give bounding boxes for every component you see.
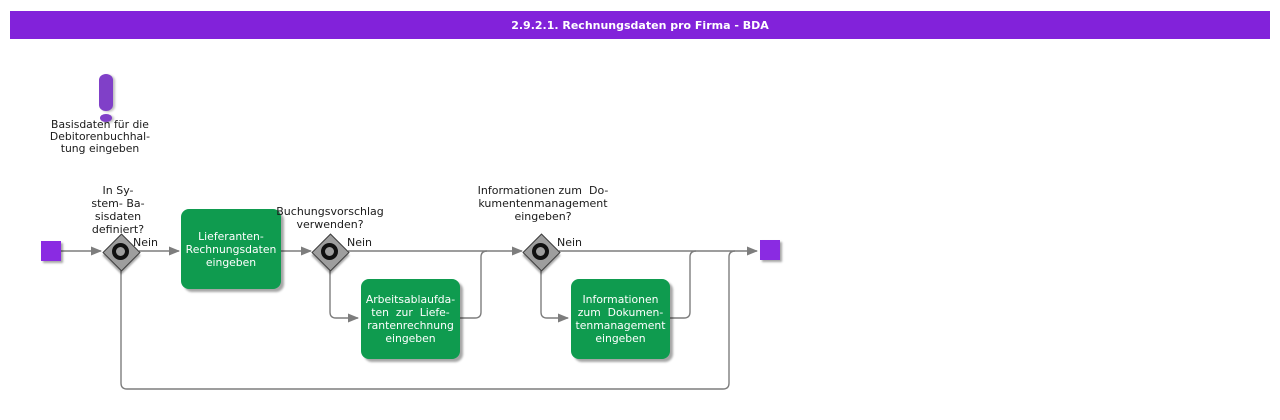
exclamation-icon xyxy=(95,72,119,124)
task-lieferanten-rechnungsdaten-eingeben[interactable]: Lieferanten- Rechnungsdaten eingeben xyxy=(181,209,281,289)
decision3-question-label: Informationen zum Do- kumentenmanagement… xyxy=(477,184,609,223)
decision1-question-label: In Sy- stem- Ba- sisdaten definiert? xyxy=(91,184,145,236)
gateway-circle-icon xyxy=(532,243,549,260)
exclamation-dot xyxy=(100,114,112,122)
gateway-circle-icon xyxy=(112,243,129,260)
connector-task3-merge xyxy=(670,250,697,319)
branch-label-nein-3: Nein xyxy=(557,236,583,249)
connector-decision2-to-task2 xyxy=(329,252,359,323)
branch-label-nein-1: Nein xyxy=(133,236,159,249)
task-arbeitsablaufdaten-eingeben[interactable]: Arbeitsablaufda- ten zur Liefe- rantenre… xyxy=(361,279,460,359)
connector-decision3-to-task3 xyxy=(540,252,569,323)
branch-label-nein-2: Nein xyxy=(347,236,373,249)
connector-decision1-bypass-loop xyxy=(120,250,736,390)
title-bar: 2.9.2.1. Rechnungsdaten pro Firma - BDA xyxy=(10,11,1270,39)
gateway-circle-icon xyxy=(321,243,338,260)
start-node[interactable] xyxy=(41,241,61,261)
end-node[interactable] xyxy=(760,240,780,260)
exclamation-bar xyxy=(99,74,113,111)
annotation-text: Basisdaten für die Debitorenbuchhal- tun… xyxy=(49,118,151,155)
connector-task2-merge xyxy=(460,250,488,319)
task-informationen-dokumentenmanagement-eingeben[interactable]: Informationen zum Dokumen- tenmanagement… xyxy=(571,279,670,359)
page-title: 2.9.2.1. Rechnungsdaten pro Firma - BDA xyxy=(511,18,769,32)
decision2-question-label: Buchungsvorschlag verwenden? xyxy=(276,205,384,231)
